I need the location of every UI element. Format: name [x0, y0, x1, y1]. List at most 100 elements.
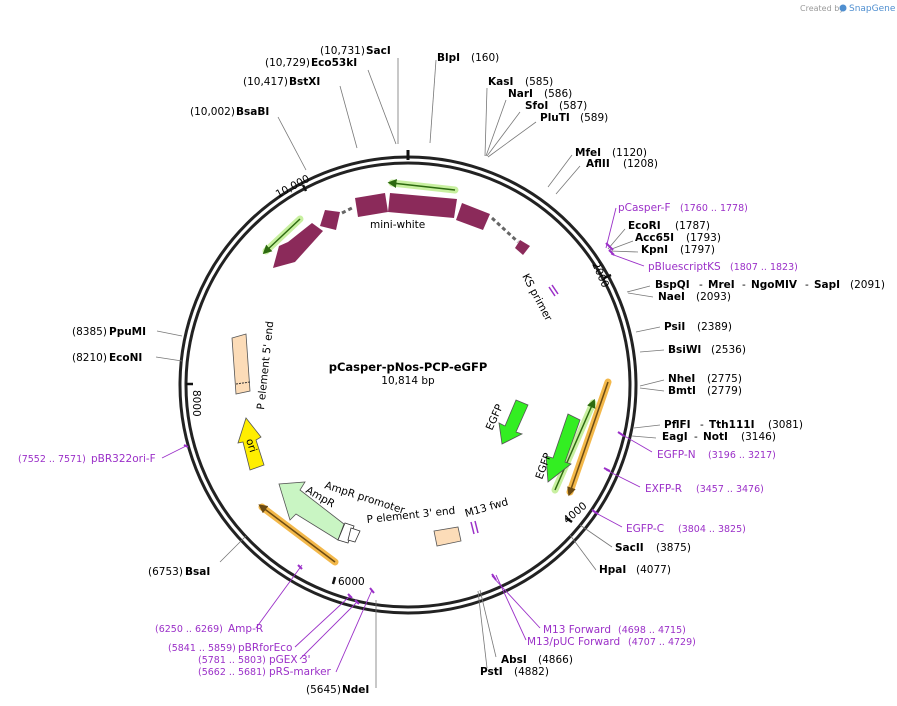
- svg-text:-: -: [699, 279, 703, 291]
- primer-leaders: [161, 207, 653, 673]
- enzyme-label-acc65i[interactable]: Acc65I (1793): [635, 232, 721, 244]
- svg-text:(6753): (6753): [148, 566, 183, 578]
- svg-text:BsiWI: BsiWI: [668, 344, 701, 356]
- enzyme-label-econi[interactable]: (8210) EcoNI: [72, 352, 142, 364]
- enzyme-label-nari[interactable]: NarI (586): [508, 88, 572, 100]
- primer-label-pgex-3[interactable]: (5781 .. 5803) pGEX 3': [198, 654, 311, 666]
- plasmid-size: 10,814 bp: [381, 375, 435, 387]
- egfp-feature-1[interactable]: EGFP: [484, 399, 529, 445]
- enzyme-label-saci[interactable]: (10,731) SacI: [320, 45, 391, 57]
- svg-text:(10,729): (10,729): [265, 57, 310, 69]
- primer-label-m13-forward[interactable]: M13 Forward (4698 .. 4715): [543, 624, 686, 636]
- enzyme-label-bstxi[interactable]: (10,417) BstXI: [243, 76, 320, 88]
- primer-label-pcasper-f[interactable]: pCasper-F (1760 .. 1778): [618, 202, 748, 214]
- svg-text:EGFP-N: EGFP-N: [657, 449, 696, 461]
- enzyme-label-psti[interactable]: PstI (4882): [480, 666, 549, 678]
- enzyme-label-ecori[interactable]: EcoRI (1787): [628, 220, 710, 232]
- primer-label-pbr322ori-f[interactable]: (7552 .. 7571) pBR322ori-F: [18, 453, 156, 465]
- primer-markers: [183, 242, 625, 605]
- svg-text:PpuMI: PpuMI: [109, 326, 146, 338]
- enzyme-label-bsabi[interactable]: (10,002) BsaBI: [190, 106, 269, 118]
- enzyme-label-naei[interactable]: NaeI (2093): [658, 291, 731, 303]
- svg-text:KasI: KasI: [488, 76, 513, 88]
- p-element-5-feature[interactable]: P element 5' end: [231, 321, 276, 411]
- enzyme-label-sacii[interactable]: SacII (3875): [615, 542, 691, 554]
- svg-text:(589): (589): [580, 112, 608, 124]
- svg-text:(4077): (4077): [636, 564, 671, 576]
- svg-text:(5841 .. 5859): (5841 .. 5859): [168, 643, 236, 654]
- svg-text:BstXI: BstXI: [289, 76, 320, 88]
- svg-text:PluTI: PluTI: [540, 112, 570, 124]
- enzyme-label-ndei[interactable]: (5645) NdeI: [306, 684, 369, 696]
- enzyme-label-sfoi[interactable]: SfoI (587): [525, 100, 587, 112]
- svg-text:-: -: [700, 419, 704, 431]
- svg-text:MreI: MreI: [708, 279, 735, 291]
- svg-text:Eco53kI: Eco53kI: [311, 57, 357, 69]
- enzyme-label-nhei[interactable]: NheI (2775): [668, 373, 742, 385]
- feature-label-m13-fwd: M13 fwd: [464, 496, 510, 520]
- primer-label-pbluescriptks[interactable]: pBluescriptKS (1807 .. 1823): [648, 261, 798, 273]
- primer-label-egfp-c[interactable]: EGFP-C (3804 .. 3825): [626, 523, 746, 535]
- svg-text:pGEX 3': pGEX 3': [269, 654, 311, 666]
- svg-text:SacI: SacI: [366, 45, 391, 57]
- svg-text:pCasper-F: pCasper-F: [618, 202, 671, 214]
- primer-label-egfp-n[interactable]: EGFP-N (3196 .. 3217): [657, 449, 776, 461]
- svg-text:(3146): (3146): [741, 431, 776, 443]
- svg-text:(3081): (3081): [768, 419, 803, 431]
- primer-label-exfp-r[interactable]: EXFP-R (3457 .. 3476): [645, 483, 764, 495]
- watermark-created-by: Created by: [800, 4, 844, 13]
- enzyme-label-bmti[interactable]: BmtI (2779): [668, 385, 742, 397]
- enzyme-label-mfei[interactable]: MfeI (1120): [575, 147, 647, 159]
- svg-text:(3457 .. 3476): (3457 .. 3476): [696, 484, 764, 495]
- svg-text:(4698 .. 4715): (4698 .. 4715): [618, 625, 686, 636]
- enzyme-label-aflii[interactable]: AflII (1208): [586, 158, 658, 170]
- svg-text:(7552 .. 7571): (7552 .. 7571): [18, 454, 86, 465]
- svg-text:BsaBI: BsaBI: [236, 106, 269, 118]
- p-element-3-feature[interactable]: P element 3' end: [366, 505, 462, 547]
- enzyme-label-bsai[interactable]: (6753) BsaI: [148, 566, 210, 578]
- svg-text:(6250 .. 6269): (6250 .. 6269): [155, 624, 223, 635]
- svg-text:(1208): (1208): [623, 158, 658, 170]
- enzyme-label-bsiwi[interactable]: BsiWI (2536): [668, 344, 746, 356]
- svg-text:(1807 .. 1823): (1807 .. 1823): [730, 262, 798, 273]
- primer-label-prs-marker[interactable]: (5662 .. 5681) pRS-marker: [198, 666, 332, 678]
- ks-primer-feature[interactable]: KS primer: [519, 272, 559, 324]
- m13-fwd-feature[interactable]: M13 fwd: [464, 496, 510, 535]
- primer-label-amp-r[interactable]: (6250 .. 6269) Amp-R: [155, 623, 263, 635]
- enzyme-label-blpi[interactable]: BlpI (160): [437, 52, 499, 64]
- enzyme-label-pluti[interactable]: PluTI (589): [540, 112, 608, 124]
- enzyme-label-pflfi[interactable]: PflFI - Tth111I (3081): [664, 419, 803, 431]
- enzyme-leaders: [155, 58, 665, 688]
- svg-text:BsaI: BsaI: [185, 566, 210, 578]
- svg-text:PflFI: PflFI: [664, 419, 691, 431]
- primer-label-pbrforeco[interactable]: (5841 .. 5859) pBRforEco: [168, 642, 292, 654]
- enzyme-label-kasi[interactable]: KasI (585): [488, 76, 553, 88]
- svg-text:M13 Forward: M13 Forward: [543, 624, 611, 636]
- svg-text:PsiI: PsiI: [664, 321, 685, 333]
- mini-white-feature[interactable]: mini-white: [273, 193, 530, 268]
- tick-label-8000: 8000: [190, 390, 202, 417]
- ori-feature[interactable]: ori: [237, 417, 265, 471]
- enzyme-label-eagi[interactable]: EagI - NotI (3146): [662, 431, 776, 443]
- svg-text:(8210): (8210): [72, 352, 107, 364]
- svg-text:(10,002): (10,002): [190, 106, 235, 118]
- watermark-brand: SnapGene: [849, 4, 896, 14]
- svg-text:pRS-marker: pRS-marker: [269, 666, 332, 678]
- enzyme-label-psii[interactable]: PsiI (2389): [664, 321, 732, 333]
- enzyme-label-absi[interactable]: AbsI (4866): [501, 654, 573, 666]
- svg-text:NdeI: NdeI: [342, 684, 369, 696]
- svg-text:(160): (160): [471, 52, 499, 64]
- feature-label-ori: ori: [243, 437, 259, 454]
- enzyme-label-ppumi[interactable]: (8385) PpuMI: [72, 326, 146, 338]
- enzyme-label-hpai[interactable]: HpaI (4077): [599, 564, 671, 576]
- enzyme-label-kpni[interactable]: KpnI (1797): [641, 244, 715, 256]
- primer-label-m13-puc-forward[interactable]: M13/pUC Forward (4707 .. 4729): [527, 636, 696, 648]
- enzyme-label-eco53ki[interactable]: (10,729) Eco53kI: [265, 57, 357, 69]
- plasmid-name: pCasper-pNos-PCP-eGFP: [329, 360, 488, 374]
- svg-text:EXFP-R: EXFP-R: [645, 483, 682, 495]
- svg-text:Amp-R: Amp-R: [228, 623, 263, 635]
- svg-text:(4866): (4866): [538, 654, 573, 666]
- svg-text:BmtI: BmtI: [668, 385, 696, 397]
- enzyme-label-bspqi-group[interactable]: BspQI - MreI - NgoMIV - SapI (2091): [655, 279, 885, 291]
